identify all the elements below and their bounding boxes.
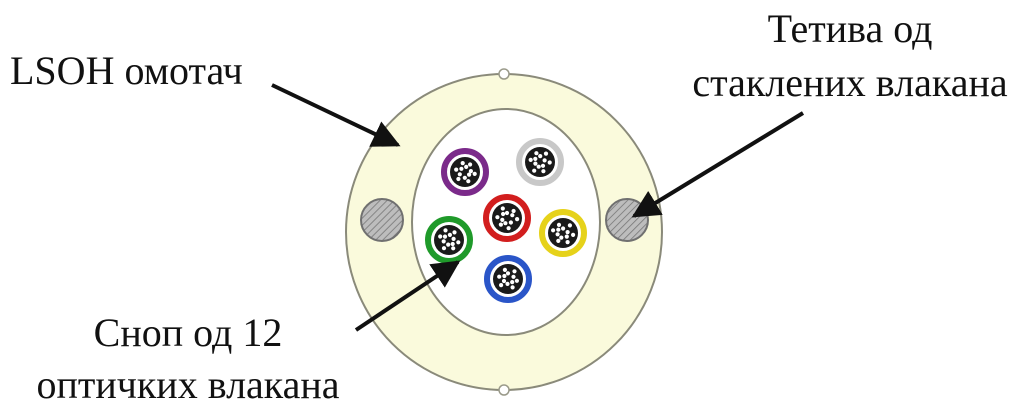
optical-fiber <box>547 160 552 165</box>
optical-fiber <box>543 151 549 156</box>
bundle-arrow <box>354 260 461 332</box>
optical-fiber <box>533 156 538 161</box>
optical-fiber <box>462 175 467 180</box>
optical-fiber <box>551 228 556 233</box>
optical-fiber <box>528 157 533 162</box>
optical-fiber <box>472 171 477 176</box>
optical-fiber <box>500 206 505 211</box>
white-bundle <box>516 138 564 186</box>
optical-fiber <box>456 240 461 245</box>
optical-fiber <box>511 208 516 214</box>
strength-label-line1: Тетива од <box>768 6 933 51</box>
optical-fiber <box>532 168 537 173</box>
optical-fiber <box>565 230 570 235</box>
optical-fiber <box>451 236 456 241</box>
optical-fiber <box>540 163 546 168</box>
optical-fiber <box>443 228 448 233</box>
optical-fiber <box>501 211 506 217</box>
optical-fiber <box>541 169 546 174</box>
optical-fiber <box>514 278 520 283</box>
bundle-label-line1: Сноп од 12 <box>94 310 283 355</box>
optical-fiber <box>571 232 576 237</box>
fiber-bundles-group <box>425 138 587 303</box>
optical-fiber <box>505 271 511 276</box>
optical-fiber <box>511 274 516 279</box>
jacket-arrow <box>271 83 401 147</box>
optical-fiber <box>451 246 456 251</box>
optical-fiber <box>467 172 472 177</box>
jacket-label: LSOH омотач <box>10 48 243 93</box>
optical-fiber <box>501 278 507 284</box>
optical-fiber <box>459 166 464 171</box>
optical-fiber <box>498 222 503 227</box>
strength-label-line2: стаклених влакана <box>692 60 1008 105</box>
optical-fiber <box>450 241 455 247</box>
optical-fiber <box>502 267 507 272</box>
jacket-notch-bottom <box>498 384 510 396</box>
optical-fiber <box>495 215 500 220</box>
optical-fiber <box>447 232 452 237</box>
optical-fiber <box>460 161 465 166</box>
optical-fiber <box>536 164 541 169</box>
optical-fiber <box>464 164 469 169</box>
optical-fiber <box>502 273 507 279</box>
optical-fiber <box>442 234 448 239</box>
blue-bundle <box>484 255 532 303</box>
jacket-notch-top <box>498 68 510 80</box>
optical-fiber <box>512 269 517 274</box>
optical-fiber <box>441 239 446 244</box>
optical-fiber <box>505 281 510 286</box>
optical-fiber <box>561 226 566 231</box>
optical-fiber <box>538 154 543 159</box>
optical-fiber <box>533 161 538 166</box>
optical-fiber <box>565 240 570 245</box>
red-bundle <box>483 194 531 242</box>
strength-rod-left <box>360 198 404 242</box>
optical-fiber <box>506 226 511 231</box>
green-bundle <box>425 216 473 264</box>
green-bundle-core <box>434 225 464 255</box>
optical-fiber <box>559 235 564 240</box>
strength-arrow <box>631 111 805 218</box>
optical-fiber <box>456 176 461 182</box>
optical-fiber <box>503 221 508 226</box>
optical-fiber <box>542 158 547 163</box>
yellow-bundle <box>539 209 587 257</box>
optical-fiber <box>497 274 502 279</box>
optical-fiber <box>567 223 573 228</box>
optical-fiber <box>510 280 515 285</box>
optical-fiber <box>441 246 447 251</box>
optical-fiber <box>468 169 473 174</box>
optical-fiber <box>468 162 473 167</box>
optical-fiber <box>556 238 561 243</box>
optical-fiber <box>556 222 562 227</box>
optical-fiber <box>515 217 520 222</box>
optical-fiber <box>556 227 561 232</box>
optical-fiber <box>500 217 505 222</box>
optical-fiber <box>499 283 504 288</box>
optical-fiber <box>466 179 471 184</box>
optical-fiber <box>508 220 513 225</box>
optical-fiber <box>510 213 515 218</box>
optical-fiber <box>564 234 569 239</box>
optical-fiber <box>555 232 560 237</box>
optical-fiber <box>438 234 443 239</box>
strength-rod-right <box>605 198 649 242</box>
optical-fiber <box>504 210 510 216</box>
optical-fiber <box>454 167 459 172</box>
optical-fiber <box>510 285 515 290</box>
bundle-label-line2: оптичких влакана <box>36 362 339 407</box>
optical-fiber <box>457 172 462 177</box>
optical-fiber <box>446 242 451 247</box>
blue-bundle-core <box>493 264 523 294</box>
optical-fiber <box>534 151 539 156</box>
optical-fiber <box>452 230 457 235</box>
violet-bundle <box>441 148 489 196</box>
